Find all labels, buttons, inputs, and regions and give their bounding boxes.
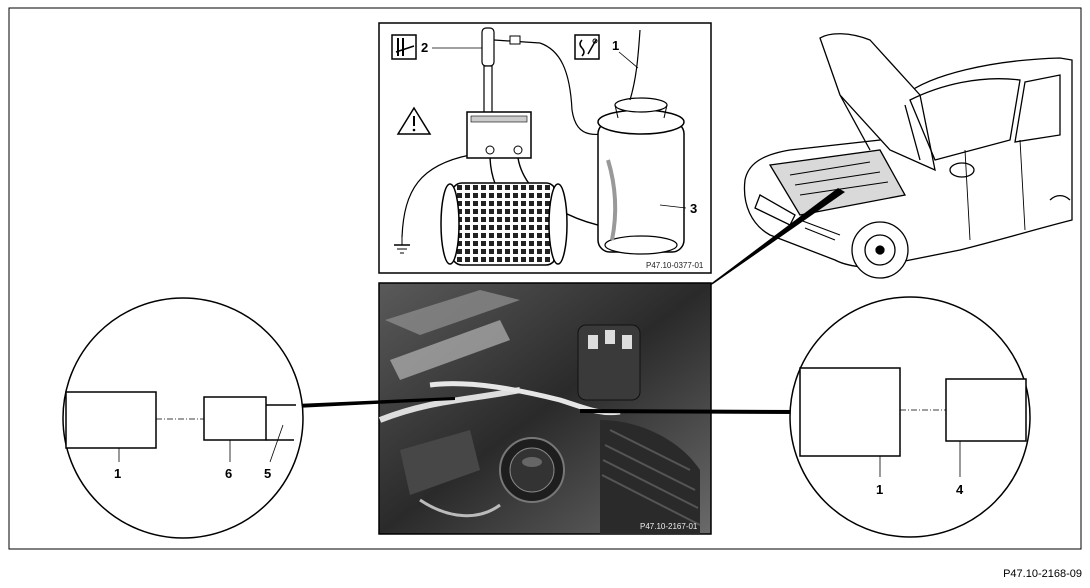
callout-left-5: 5 [264, 466, 271, 481]
right-detail-circle: 1 4 [789, 296, 1031, 538]
tank-illustration [597, 97, 685, 255]
callout-left-1: 1 [114, 466, 121, 481]
callout-left-6: 6 [225, 466, 232, 481]
top-photo-ref: P47.10-0377-01 [646, 261, 704, 270]
left-connector [296, 397, 455, 408]
document-reference: P47.10-2168-09 [1003, 568, 1082, 580]
zoom-connector [705, 188, 845, 288]
compressor-illustration [440, 182, 568, 266]
warning-triangle-icon [396, 106, 432, 135]
callout-right-1: 1 [876, 482, 883, 497]
top-tester-photo: 2 1 3 P47.10-0377-01 [378, 22, 712, 274]
tool-symbol-icon [391, 34, 417, 60]
tester-symbol-icon [574, 34, 600, 60]
outer-frame [8, 7, 1082, 550]
left-detail-circle: 1 6 5 [62, 297, 304, 539]
callout-top-1: 1 [612, 38, 619, 53]
car-drawing [743, 33, 1073, 279]
callout-top-2: 2 [421, 40, 428, 55]
right-connector [580, 409, 800, 414]
callout-top-3: 3 [690, 201, 697, 216]
bottom-photo-ref: P47.10-2167-01 [640, 522, 698, 531]
callout-right-4: 4 [956, 482, 964, 497]
engine-photo: P47.10-2167-01 [378, 282, 712, 535]
ground-icon [394, 237, 410, 254]
